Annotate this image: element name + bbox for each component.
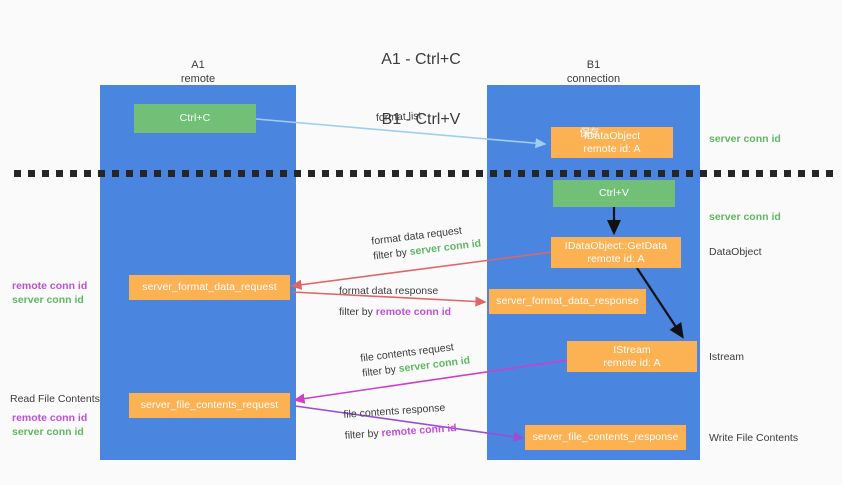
note-server-conn-id-mid: server conn id — [709, 210, 781, 224]
note-write-file-contents: Write File Contents — [709, 431, 798, 445]
node-idataobject[interactable]: IDataObject remote id: A 保存 — [551, 127, 673, 158]
node-istream[interactable]: IStream remote id: A — [567, 341, 697, 372]
node-getdata-label: IDataObject::GetData — [564, 239, 668, 252]
note-istream-text: Istream — [709, 351, 745, 363]
phase-divider — [14, 170, 834, 177]
edge-label-format-data-response: format data response filter by remote co… — [339, 284, 451, 320]
node-server-file-contents-response[interactable]: server_file_contents_response — [525, 425, 686, 450]
page-title: A1 - Ctrl+C B1 - Ctrl+V — [0, 10, 842, 170]
note-server-conn-id-lower: server conn id — [12, 426, 84, 438]
edge-label-format-data-response-line1: format data response — [339, 285, 439, 297]
arrow-format-data-request — [290, 251, 553, 290]
arrow-format-data-response — [291, 291, 487, 307]
note-read-file-contents-text: Read File Contents — [10, 393, 100, 405]
edge-label-format-list-text: format list — [375, 110, 422, 124]
node-idataobject-getdata[interactable]: IDataObject::GetData remote id: A — [551, 237, 681, 268]
edge-label-format-list: format list — [376, 109, 422, 126]
column-header-b1: B1 connection — [487, 58, 700, 86]
note-conn-pair-upper: remote conn id server conn id — [12, 279, 87, 307]
edge-label-format-data-response-line2: filter by remote conn id — [339, 305, 451, 320]
column-header-b1-name: B1 — [586, 59, 601, 71]
node-ctrl-v[interactable]: Ctrl+V — [553, 180, 675, 207]
node-ctrl-c[interactable]: Ctrl+C — [134, 104, 256, 133]
node-istream-label: IStream — [613, 343, 651, 356]
arrow-getdata-to-istream — [636, 267, 684, 339]
note-remote-conn-id-lower: remote conn id — [12, 412, 88, 424]
title-line-2: B1 - Ctrl+V — [381, 111, 461, 128]
node-server-format-data-response-label: server_format_data_response — [496, 295, 639, 307]
note-dataobject: DataObject — [709, 245, 762, 259]
note-dataobject-text: DataObject — [709, 246, 762, 258]
arrow-file-contents-request — [293, 359, 569, 404]
column-header-a1-name: A1 — [191, 59, 205, 71]
node-istream-subtext: remote id: A — [603, 356, 661, 369]
node-server-file-contents-request-label: server_file_contents_request — [140, 399, 279, 411]
node-ctrl-c-label: Ctrl+C — [179, 112, 211, 124]
node-server-format-data-response[interactable]: server_format_data_response — [489, 289, 646, 314]
node-idataobject-label: IDataObject — [583, 129, 641, 142]
note-server-conn-id-top: server conn id — [709, 132, 781, 146]
filter-by-prefix: filter by — [361, 363, 400, 380]
note-server-conn-id-top-text: server conn id — [709, 133, 781, 145]
arrow-file-contents-response — [294, 405, 525, 442]
filter-by-prefix: filter by — [344, 427, 382, 442]
remote-conn-id-token: remote conn id — [375, 306, 452, 318]
column-header-b1-sub: connection — [566, 73, 621, 85]
remote-conn-id-token: remote conn id — [381, 422, 458, 440]
note-remote-conn-id-upper: remote conn id — [12, 280, 88, 292]
node-server-file-contents-response-label: server_file_contents_response — [532, 431, 679, 443]
node-server-format-data-request-label: server_format_data_request — [142, 281, 277, 293]
column-header-a1: A1 remote — [100, 58, 296, 86]
note-server-conn-id-mid-text: server conn id — [709, 211, 781, 223]
node-ctrl-v-label: Ctrl+V — [598, 187, 630, 199]
note-write-file-contents-text: Write File Contents — [709, 432, 799, 444]
note-istream: Istream — [709, 350, 744, 364]
filter-by-prefix: filter by — [372, 246, 411, 263]
note-server-conn-id-upper: server conn id — [12, 294, 84, 306]
column-header-a1-sub: remote — [180, 73, 216, 85]
arrow-format-list — [255, 118, 547, 149]
filter-by-prefix: filter by — [339, 306, 376, 318]
node-server-file-contents-request[interactable]: server_file_contents_request — [129, 393, 290, 418]
title-line-1: A1 - Ctrl+C — [381, 51, 461, 68]
node-getdata-subtext: remote id: A — [587, 252, 645, 265]
node-server-format-data-request[interactable]: server_format_data_request — [129, 275, 290, 300]
note-read-file-contents: Read File Contents — [10, 392, 100, 406]
node-idataobject-subtext: remote id: A — [583, 142, 641, 155]
note-conn-pair-lower: remote conn id server conn id — [12, 411, 87, 439]
